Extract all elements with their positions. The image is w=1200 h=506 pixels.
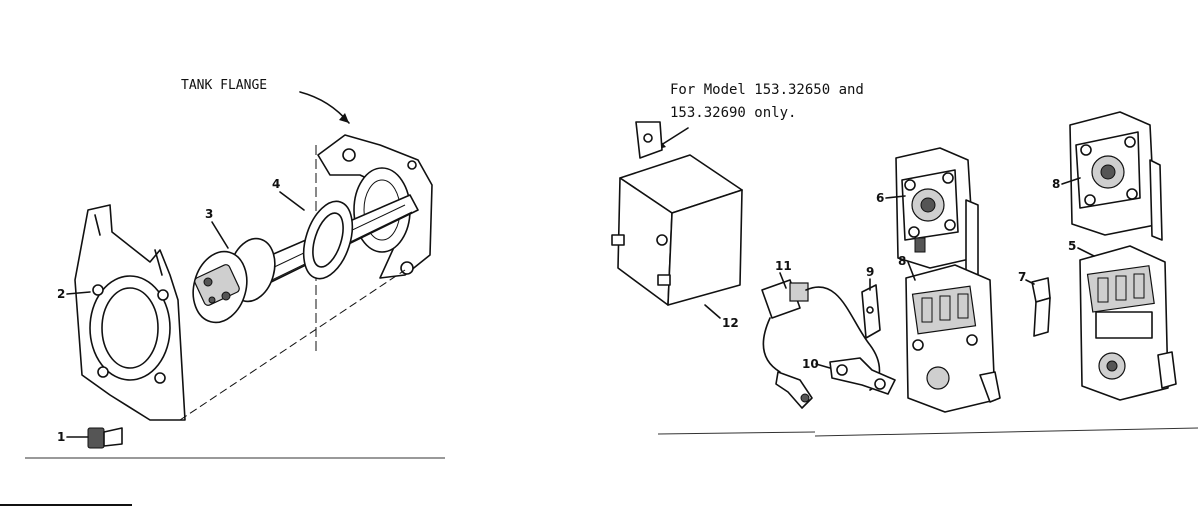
callout-8-lower: 8 xyxy=(898,254,906,268)
callout-8-upper-leader xyxy=(1061,177,1081,185)
model-note-line1: For Model 153.32650 and xyxy=(670,82,864,98)
callout-3: 3 xyxy=(205,207,213,221)
callout-8-upper: 8 xyxy=(1052,177,1060,191)
tank-flange-arrowhead xyxy=(339,113,349,123)
alignment-line xyxy=(179,269,406,421)
element-head xyxy=(192,237,276,324)
gasket-plate xyxy=(74,204,186,421)
terminal-clip-9 xyxy=(861,284,881,339)
callout-12-leader xyxy=(704,304,721,319)
right-assembly: For Model 153.32650 and 153.32690 only. xyxy=(611,82,1199,437)
callout-4: 4 xyxy=(272,177,280,191)
callout-2-leader xyxy=(66,291,91,295)
upper-thermostat-6 xyxy=(895,147,979,276)
right-baseline-left xyxy=(657,431,816,435)
lower-thermostat-8 xyxy=(905,264,1001,413)
callout-11: 11 xyxy=(775,259,792,273)
relay-box xyxy=(611,121,743,306)
callout-9: 9 xyxy=(866,265,874,279)
callout-10: 10 xyxy=(802,357,819,371)
callout-10-leader xyxy=(815,363,831,369)
callout-3-leader xyxy=(211,221,229,249)
callout-6-leader xyxy=(885,195,906,199)
callout-8-lower-leader xyxy=(907,261,916,281)
right-baseline-right xyxy=(814,427,1199,437)
lower-thermostat-5 xyxy=(1079,245,1177,401)
callout-4-leader xyxy=(279,191,305,211)
gasket-ring xyxy=(302,200,354,280)
callout-7-leader xyxy=(1025,279,1035,285)
wire-harness xyxy=(761,279,896,409)
upper-thermostat-right xyxy=(1069,111,1163,241)
model-note-line2: 153.32690 only. xyxy=(670,105,796,121)
callout-12: 12 xyxy=(722,316,739,330)
terminal-clip-7 xyxy=(1031,277,1051,337)
callout-6: 6 xyxy=(876,191,884,205)
callout-5: 5 xyxy=(1068,239,1076,253)
callout-2: 2 xyxy=(57,287,65,301)
callout-11-leader xyxy=(779,272,787,289)
callout-5-leader xyxy=(1077,247,1095,257)
left-assembly: TANK FLANGE xyxy=(0,78,445,506)
screw xyxy=(87,427,123,449)
tank-flange-label: TANK FLANGE xyxy=(181,78,267,93)
callout-1: 1 xyxy=(57,430,65,444)
callout-7: 7 xyxy=(1018,270,1026,284)
